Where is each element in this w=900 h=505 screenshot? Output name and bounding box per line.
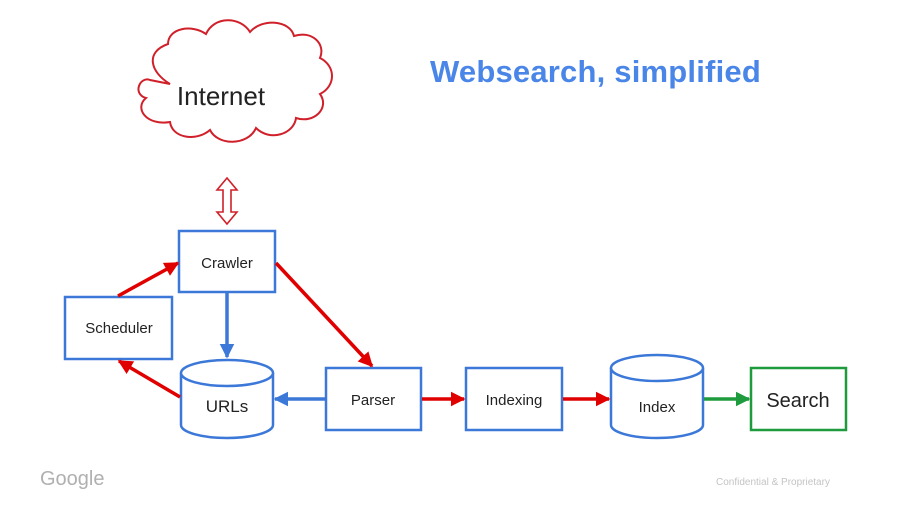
node-internet: Internet — [137, 19, 333, 143]
cloud-shape — [137, 19, 333, 143]
node-indexing: Indexing — [464, 366, 564, 432]
search-box — [749, 366, 848, 432]
node-internet-label: Internet — [177, 81, 266, 111]
node-index: Index — [609, 353, 705, 440]
parser-box — [324, 366, 423, 432]
node-scheduler: Scheduler — [63, 295, 174, 361]
node-search: Search — [749, 366, 848, 432]
indexing-box — [464, 366, 564, 432]
edge-urls-to-scheduler — [117, 359, 181, 399]
edge-scheduler-to-crawler — [117, 261, 180, 298]
node-urls-label: URLs — [206, 397, 249, 416]
node-crawler-label: Crawler — [201, 255, 253, 272]
urls-cylinder — [179, 373, 275, 440]
confidential-note: Confidential & Proprietary — [716, 477, 830, 488]
double-arrow-icon — [215, 176, 239, 226]
node-indexing-label: Indexing — [486, 392, 543, 409]
index-cylinder-top — [609, 353, 705, 383]
scheduler-box — [63, 295, 174, 361]
index-cylinder — [609, 368, 705, 440]
node-urls: URLs — [179, 358, 275, 440]
edge-crawler-to-parser — [274, 261, 374, 368]
node-parser: Parser — [324, 366, 423, 432]
node-scheduler-label: Scheduler — [85, 320, 153, 337]
node-crawler: Crawler — [177, 229, 277, 294]
google-logo: Google — [40, 468, 105, 490]
node-search-label: Search — [766, 390, 829, 412]
crawler-box — [177, 229, 277, 294]
urls-cylinder-top — [179, 358, 275, 388]
node-parser-label: Parser — [351, 392, 395, 409]
slide-title: Websearch, simplified — [430, 54, 761, 89]
node-index-label: Index — [639, 399, 676, 416]
